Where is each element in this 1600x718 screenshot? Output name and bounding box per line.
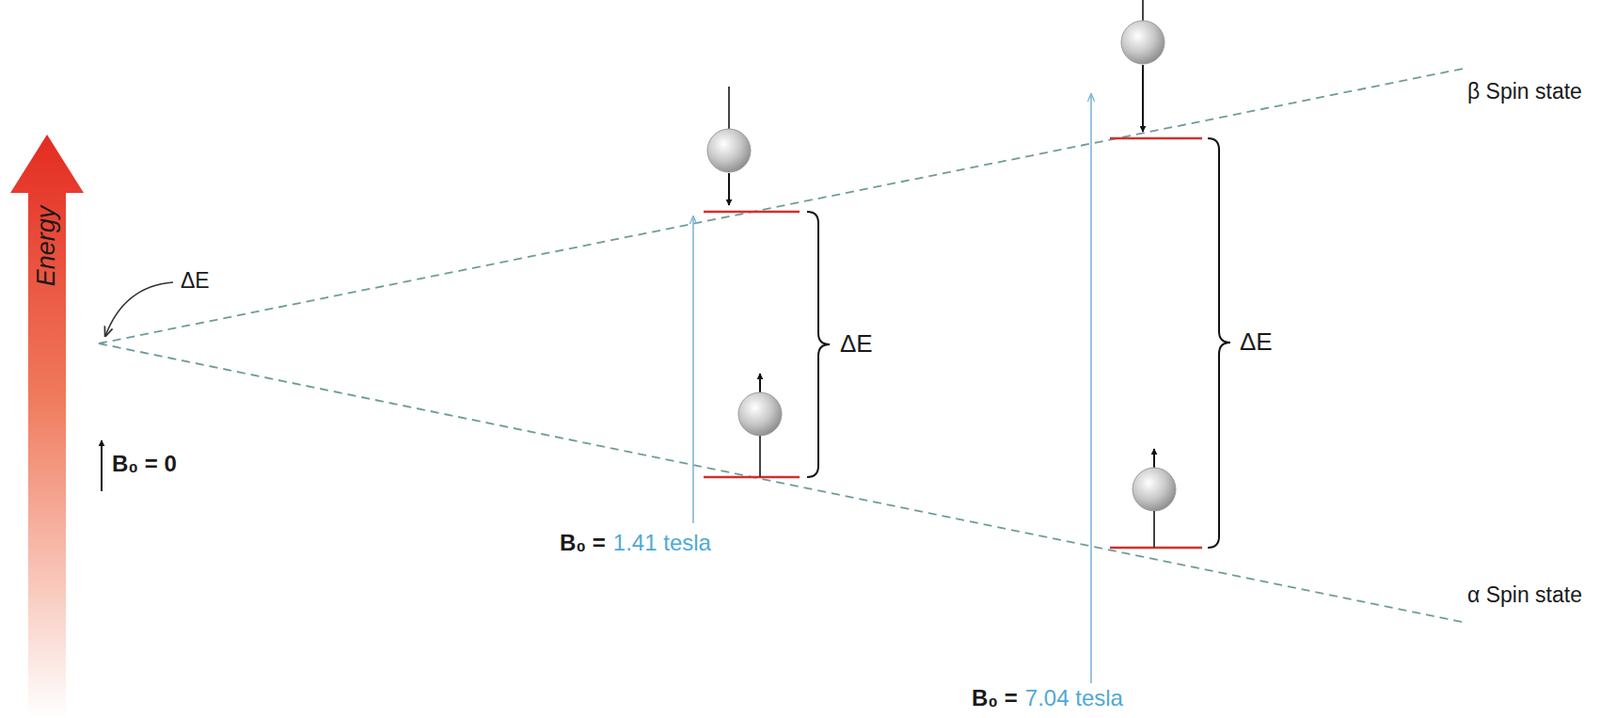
- spin-stem: [1141, 0, 1144, 21]
- beta-level: [703, 210, 800, 214]
- state-label: α Spin state: [1467, 582, 1583, 607]
- field-label: B₀ = 0: [111, 450, 177, 477]
- spin-stem: [728, 86, 730, 129]
- spin-ball: [1121, 20, 1165, 64]
- delta-e-brace: [807, 211, 830, 477]
- energy-gap-label: ΔE: [180, 268, 210, 293]
- spin-ball: [738, 392, 782, 436]
- energy-gap-label: ΔE: [839, 330, 873, 359]
- field-label: B₀ =: [559, 529, 606, 556]
- spin-arrow-down: [1141, 64, 1144, 132]
- beta-dashed-line: [98, 68, 1463, 344]
- state-label: β Spin state: [1467, 79, 1583, 104]
- spin-arrow-up: [759, 373, 761, 393]
- field-arrow: [100, 440, 103, 492]
- axis-label: Energy: [31, 205, 62, 287]
- alpha-level: [1109, 546, 1203, 550]
- field-value: 7.04 tesla: [1025, 684, 1124, 712]
- spin-arrow-down: [728, 173, 730, 206]
- delta-e-brace: [1207, 138, 1231, 548]
- beta-level: [1109, 137, 1203, 141]
- spin-stem: [759, 435, 761, 477]
- energy-gap-label: ΔE: [1239, 328, 1273, 357]
- alpha-dashed-line: [98, 343, 1463, 622]
- spin-ball: [1132, 467, 1176, 511]
- field-arrow-1-41: [692, 216, 695, 523]
- alpha-level: [703, 475, 800, 479]
- spin-arrow-up: [1153, 448, 1156, 468]
- energy-arrow: [10, 134, 84, 718]
- field-arrow-7-04: [1090, 94, 1093, 683]
- field-value: 1.41 tesla: [613, 529, 712, 556]
- field-label: B₀ =: [971, 684, 1018, 712]
- spin-ball: [707, 128, 751, 173]
- spin-stem: [1153, 510, 1156, 548]
- pointer-arrow: [105, 282, 174, 336]
